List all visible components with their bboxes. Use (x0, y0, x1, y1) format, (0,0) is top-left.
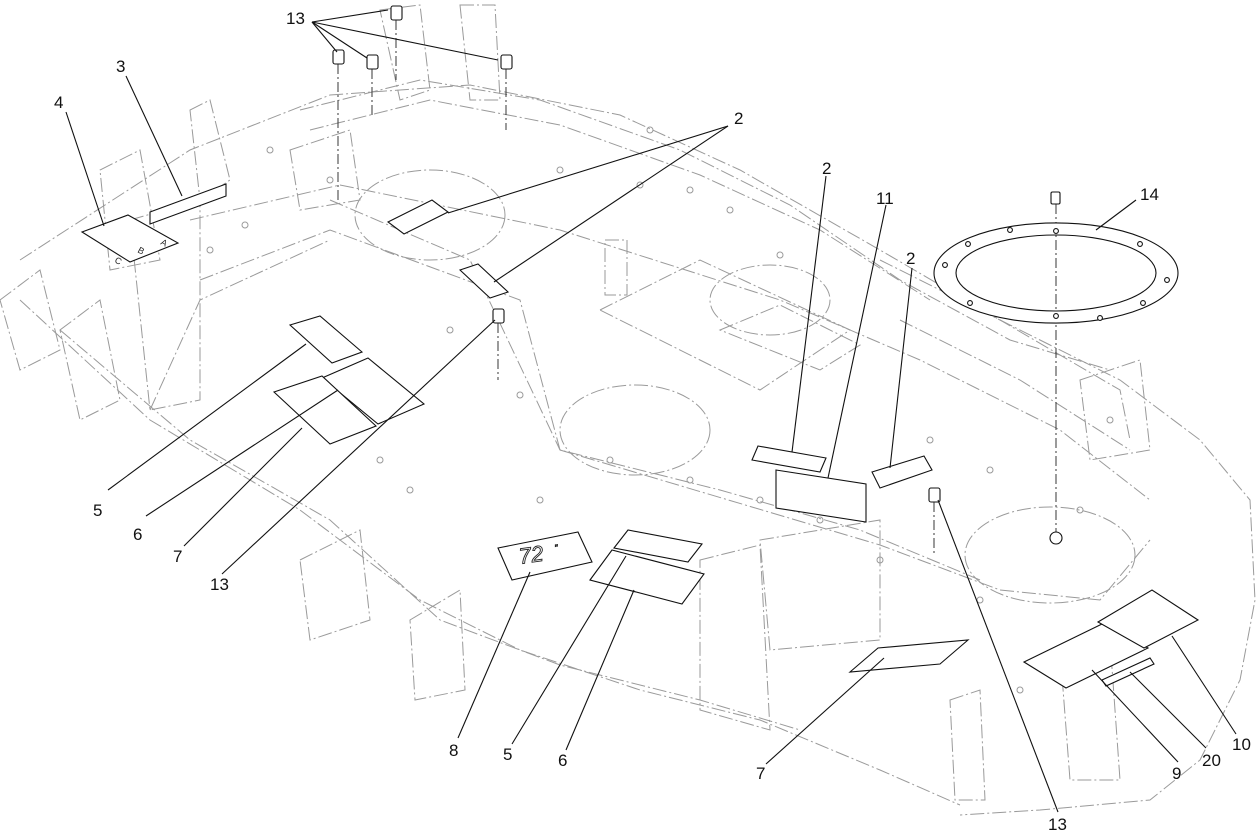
height-letter-b: B (136, 245, 146, 257)
mounting-holes (206, 126, 1114, 694)
decals: A B C 72 " (80, 183, 1200, 689)
callout-10: 10 (1232, 735, 1251, 754)
callout-2-b: 2 (822, 159, 831, 178)
callout-3: 3 (116, 57, 125, 76)
decal-11 (775, 469, 867, 523)
decal-7-left (272, 375, 378, 445)
callout-14: 14 (1140, 185, 1159, 204)
callout-6-left: 6 (133, 525, 142, 544)
gasket-ring (933, 222, 1179, 324)
decal-9 (1022, 623, 1150, 689)
decal-5-bottom (613, 529, 703, 563)
height-letter-a: A (159, 237, 169, 249)
decal-2-a (386, 199, 450, 235)
deck-phantom-outline (0, 4, 1256, 816)
callout-4: 4 (54, 93, 63, 112)
callout-11: 11 (876, 189, 894, 208)
decal-8: 72 " (497, 531, 593, 581)
height-letter-c: C (113, 255, 124, 267)
decal-6-bottom (589, 549, 705, 605)
decal-3 (149, 183, 227, 225)
callout-8: 8 (449, 741, 458, 760)
callout-2-a: 2 (734, 109, 743, 128)
callout-5-left: 5 (93, 501, 102, 520)
callout-13-bottom: 13 (1048, 815, 1067, 834)
spacer-top-4 (500, 54, 513, 130)
spindle-bolt (1049, 191, 1063, 545)
callout-7-left: 7 (173, 547, 182, 566)
decal-2-d (871, 455, 933, 489)
callout-13-top: 13 (286, 9, 305, 28)
deck-size-text: 72 (517, 541, 545, 569)
leader-lines (65, 9, 1237, 813)
spacer-top-2 (332, 49, 345, 200)
spacer-top-3 (366, 54, 379, 118)
spacer-right (928, 487, 941, 555)
spacer-mid (492, 308, 505, 380)
decal-6-left (320, 357, 426, 425)
decal-2-b (458, 263, 510, 299)
callout-5-bottom: 5 (503, 745, 512, 764)
callout-2-c: 2 (906, 249, 915, 268)
decal-7-right (848, 639, 970, 673)
callout-labels: 13 3 4 2 2 11 2 14 5 6 7 13 8 5 6 7 13 9… (54, 9, 1251, 834)
callout-6-bottom: 6 (558, 751, 567, 770)
callout-7-bottom: 7 (756, 764, 765, 783)
callout-20: 20 (1202, 751, 1221, 770)
callout-13-mid: 13 (210, 575, 229, 594)
spacer-top-1 (390, 5, 403, 80)
callout-9: 9 (1172, 764, 1181, 783)
decal-10 (1096, 589, 1200, 649)
decal-4: A B C (80, 214, 180, 267)
spacer-parts (332, 5, 1063, 555)
decal-2-c (751, 445, 827, 473)
deck-size-unit: " (554, 543, 559, 553)
decal-5-left (288, 315, 364, 364)
